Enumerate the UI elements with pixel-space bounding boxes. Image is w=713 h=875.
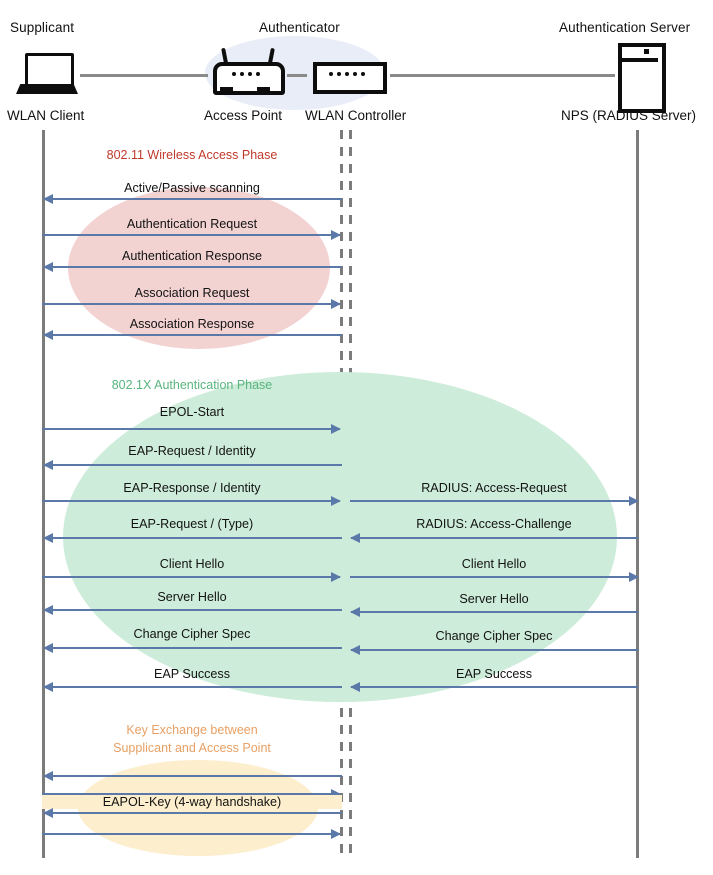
actor-device-wlan-client: WLAN Client bbox=[7, 108, 85, 123]
message-label: Active/Passive scanning bbox=[124, 181, 260, 195]
message-label: EAP Success bbox=[153, 667, 231, 681]
message-arrow bbox=[43, 459, 342, 470]
message-label: Change Cipher Spec bbox=[435, 629, 553, 643]
actor-role-authenticator: Authenticator bbox=[259, 20, 340, 35]
message-arrow bbox=[350, 532, 638, 543]
message-label: Authentication Request bbox=[126, 217, 258, 231]
message-label: RADIUS: Access-Request bbox=[421, 481, 567, 495]
lifeline-supplicant bbox=[42, 130, 45, 858]
message-label: EAP-Request / (Type) bbox=[130, 517, 254, 531]
message-arrow bbox=[350, 571, 639, 582]
phase-caption-key-exchange-line1: Key Exchange between bbox=[126, 723, 258, 737]
wire-client-to-ap bbox=[80, 74, 208, 77]
phase-caption-wireless-access: 802.11 Wireless Access Phase bbox=[106, 148, 278, 162]
laptop-icon bbox=[16, 53, 78, 94]
message-label: Authentication Response bbox=[121, 249, 263, 263]
message-label: Client Hello bbox=[159, 557, 225, 571]
message-arrow bbox=[43, 193, 342, 204]
phase-caption-dot1x: 802.1X Authentication Phase bbox=[111, 378, 273, 392]
message-label: EAP Success bbox=[455, 667, 533, 681]
message-arrow bbox=[43, 329, 342, 340]
message-label: Association Response bbox=[129, 317, 255, 331]
message-arrow bbox=[42, 788, 341, 799]
actor-device-wlan-controller: WLAN Controller bbox=[305, 108, 407, 123]
message-arrow bbox=[42, 298, 341, 309]
message-label: RADIUS: Access-Challenge bbox=[416, 517, 572, 531]
actor-role-authentication-server: Authentication Server bbox=[559, 20, 691, 35]
message-arrow bbox=[43, 604, 342, 615]
message-arrow bbox=[350, 606, 638, 617]
actor-device-access-point: Access Point bbox=[204, 108, 283, 123]
message-arrow bbox=[43, 681, 342, 692]
actor-role-supplicant: Supplicant bbox=[10, 20, 75, 35]
wire-ap-to-controller bbox=[287, 74, 307, 77]
phase-caption-key-exchange: Key Exchange between Supplicant and Acce… bbox=[42, 721, 342, 757]
message-label: EAPOL-Key (4-way handshake) bbox=[42, 795, 342, 809]
message-label: EPOL-Start bbox=[159, 405, 225, 419]
message-label: Server Hello bbox=[157, 590, 227, 604]
message-arrow bbox=[43, 642, 342, 653]
phase-caption-key-exchange-line2: Supplicant and Access Point bbox=[113, 741, 271, 755]
server-icon bbox=[618, 43, 666, 113]
message-arrow bbox=[42, 495, 341, 506]
message-arrow bbox=[42, 571, 341, 582]
message-arrow bbox=[42, 423, 341, 434]
wlan-controller-icon bbox=[313, 62, 387, 94]
message-arrow bbox=[350, 495, 639, 506]
message-arrow bbox=[43, 532, 342, 543]
message-label: EAP-Response / Identity bbox=[123, 481, 261, 495]
message-label: Client Hello bbox=[461, 557, 527, 571]
message-label: Server Hello bbox=[459, 592, 529, 606]
message-arrow bbox=[350, 644, 638, 655]
access-point-icon bbox=[213, 47, 285, 95]
actor-device-nps: NPS (RADIUS Server) bbox=[561, 108, 697, 123]
message-label: EAP-Request / Identity bbox=[128, 444, 256, 458]
message-label: Change Cipher Spec bbox=[133, 627, 251, 641]
message-arrow bbox=[43, 261, 342, 272]
message-arrow bbox=[43, 770, 342, 781]
message-arrow bbox=[42, 828, 341, 839]
message-arrow bbox=[42, 229, 341, 240]
message-arrow bbox=[43, 807, 342, 818]
message-label: Association Request bbox=[134, 286, 250, 300]
message-arrow bbox=[350, 681, 638, 692]
phase-blob-wireless-access bbox=[68, 187, 330, 349]
wire-controller-to-nps bbox=[390, 74, 615, 77]
lifeline-nps bbox=[636, 130, 639, 858]
